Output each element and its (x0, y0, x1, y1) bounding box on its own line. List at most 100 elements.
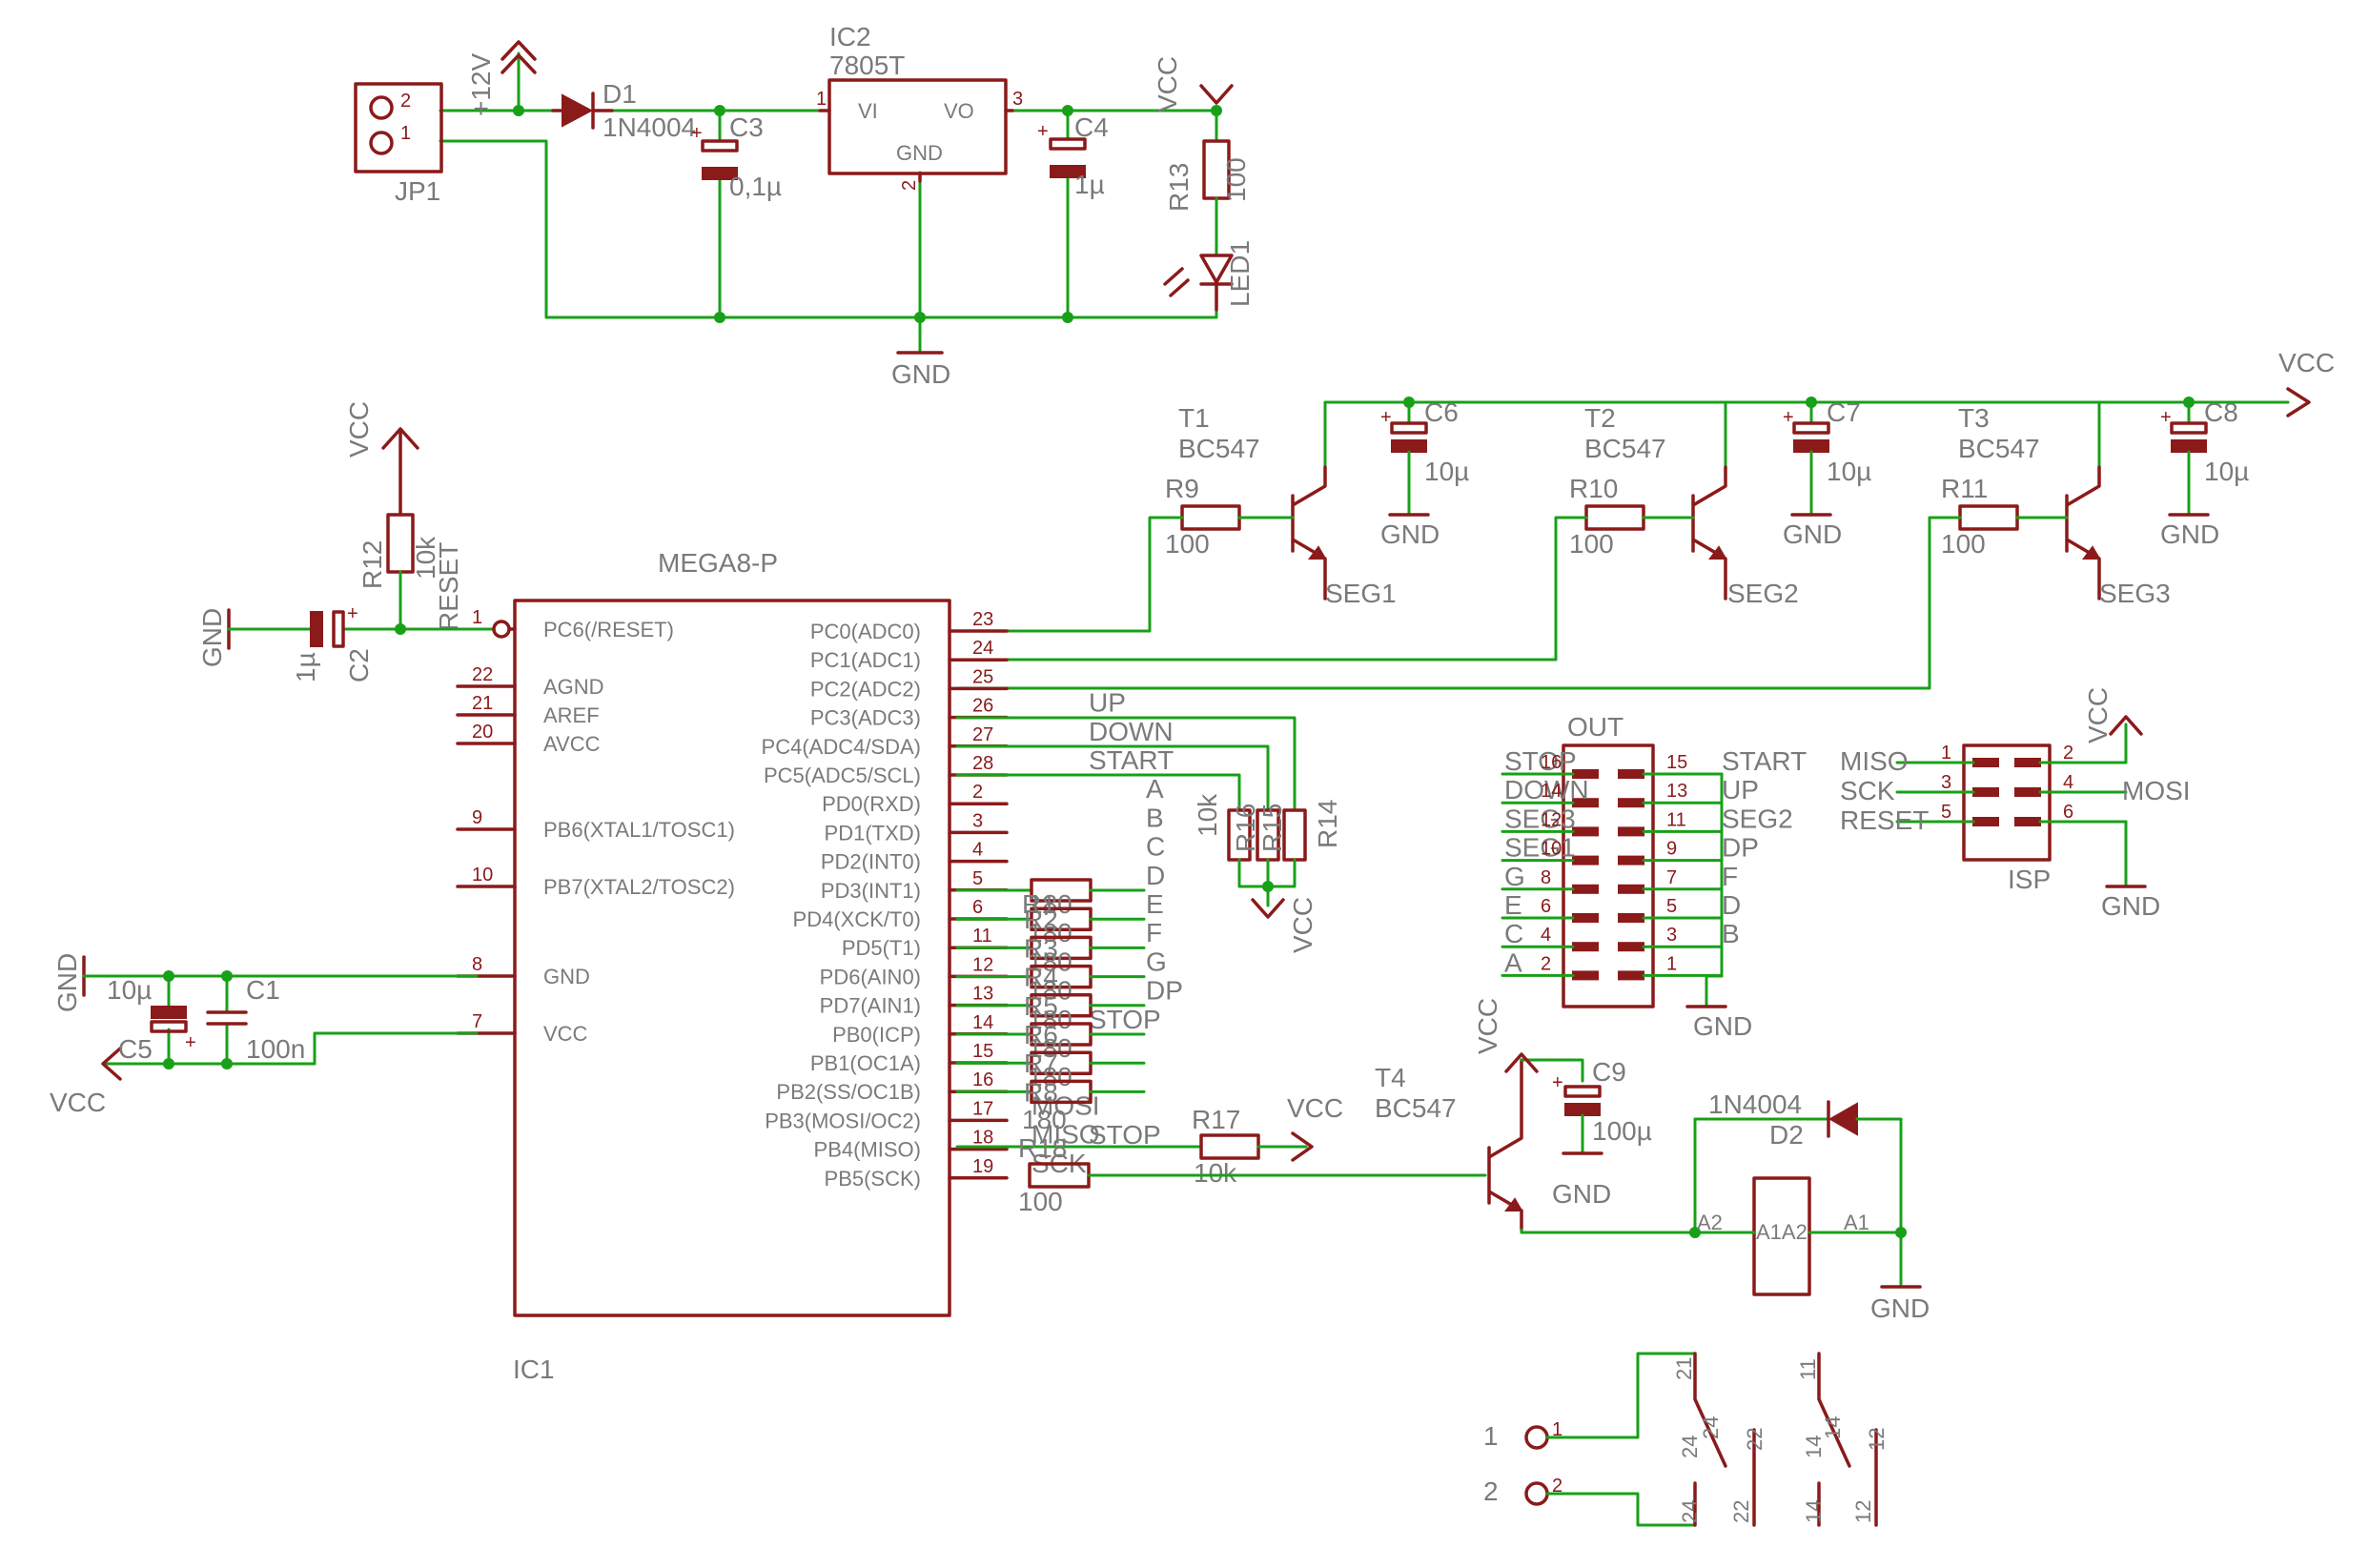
c7-value: 10µ (1827, 457, 1871, 486)
net-label-b: B (1146, 803, 1164, 832)
relay-driver-section: STOP R17 10k VCC R18 100 VCC T4 BC547 + … (955, 998, 1930, 1323)
seg-res-value-overlap: 180 (1028, 947, 1072, 976)
net-label-d: D (1146, 861, 1165, 890)
decoupling-vcc-label: VCC (50, 1088, 106, 1117)
svg-text:100µ: 100µ (1592, 1116, 1652, 1146)
c5-label: C5 (118, 1034, 153, 1064)
svg-text:2: 2 (899, 180, 920, 191)
svg-text:R16: R16 (1231, 804, 1260, 852)
svg-text:100: 100 (1018, 1187, 1063, 1216)
mcu-pin-num: 26 (972, 696, 993, 717)
net-label-up: UP (1089, 688, 1126, 718)
net-label-mosi: MOSI (1031, 1090, 1100, 1120)
c8-label: C8 (2204, 397, 2238, 427)
relay-coil (1752, 1176, 1811, 1296)
svg-text:GND: GND (2160, 519, 2219, 549)
mcu-pin-num: 19 (972, 1156, 993, 1177)
button-pullups: 10k R16 R15 R14 VCC (955, 716, 1342, 953)
isp-pin-left: 5 (1941, 802, 1951, 823)
svg-text:1N4004: 1N4004 (1708, 1089, 1802, 1119)
seg-res-value-overlap: 180 (1028, 976, 1072, 1006)
net-label-f: F (1146, 918, 1162, 947)
out-pin-right: 11 (1666, 809, 1686, 830)
mcu-pin-num: 8 (472, 954, 482, 975)
svg-text:BC547: BC547 (1584, 434, 1666, 463)
svg-text:A2: A2 (1697, 1211, 1723, 1234)
out-net-left: SEG3 (1504, 804, 1576, 833)
svg-text:14: 14 (1821, 1416, 1845, 1439)
mcu-pin-num: 18 (972, 1128, 993, 1149)
d1-label: D1 (602, 79, 637, 109)
net-label-g: G (1146, 947, 1167, 976)
d2-diode-symbol (1828, 1102, 1858, 1136)
svg-text:+: + (1552, 1072, 1563, 1093)
out-net-right: D (1722, 890, 1741, 920)
out-gnd-label: GND (1693, 1011, 1752, 1041)
mcu-pin-num: 23 (972, 609, 993, 630)
t4-label: T4 (1375, 1063, 1406, 1092)
out-pin-left: 6 (1541, 896, 1551, 917)
d1-diode-symbol (562, 93, 594, 128)
svg-text:100: 100 (1941, 529, 1986, 559)
isp-label: ISP (2008, 865, 2051, 894)
reset-gnd-label: GND (197, 608, 227, 667)
out-pin-right: 9 (1666, 839, 1677, 860)
mcu-pin-num: 27 (972, 724, 993, 745)
mcu-pin-name: PB4(MISO) (814, 1138, 921, 1162)
mcu-pin-name: PC6(/RESET) (543, 618, 674, 641)
relay-gnd-label: GND (1870, 1293, 1930, 1323)
v12-label: +12V (466, 53, 496, 116)
svg-text:+: + (691, 123, 703, 144)
isp-net-left: SCK (1840, 776, 1895, 805)
out-net-left: G (1504, 862, 1525, 891)
ic1-body (513, 599, 951, 1317)
svg-text:GND: GND (1783, 519, 1842, 549)
mcu-pin-num: 17 (972, 1098, 993, 1119)
out-pin-right: 3 (1666, 925, 1677, 946)
isp-pin-right: 2 (2063, 743, 2073, 764)
ic2-label: IC2 (829, 22, 871, 51)
mcu-pin-name: PD7(AIN1) (820, 994, 921, 1018)
mcu-pin-name: PB0(ICP) (832, 1023, 921, 1047)
svg-text:VCC: VCC (1287, 1093, 1343, 1123)
isp-vcc-label: VCC (2083, 687, 2113, 743)
mcu-pin-name: AREF (543, 703, 600, 727)
relay-contacts: 1 2 1 2 21 24 24 22 22 24 11 14 14 12 12… (1483, 1352, 1889, 1527)
mcu-pin-num: 1 (472, 607, 482, 628)
svg-text:+: + (2160, 407, 2172, 428)
svg-text:R14: R14 (1313, 800, 1342, 848)
d2-label: D2 (1769, 1120, 1804, 1150)
led1-symbol (1199, 254, 1234, 284)
svg-text:10k: 10k (411, 536, 440, 580)
svg-text:1: 1 (1552, 1419, 1562, 1440)
segment-resistor: 180 (955, 878, 1146, 919)
mcu-pin-name: AGND (543, 675, 604, 699)
isp-gnd-label: GND (2101, 891, 2160, 921)
svg-text:22: 22 (1729, 1500, 1753, 1523)
svg-text:BC547: BC547 (1375, 1093, 1457, 1123)
c3-value: 0,1µ (729, 172, 782, 201)
mcu-pin-num: 15 (972, 1041, 993, 1062)
c3-label: C3 (729, 112, 764, 142)
svg-text:10k: 10k (1194, 1158, 1237, 1188)
svg-text:+: + (347, 603, 358, 624)
svg-text:A1A2: A1A2 (1756, 1220, 1807, 1244)
net-label-start: START (1089, 745, 1174, 775)
relay-contact-k2 (1817, 1352, 1878, 1527)
mcu-pin-num: 10 (472, 865, 493, 886)
c4-value: 1µ (1074, 170, 1105, 199)
power-supply-section: 2 1 JP1 +12V D1 1N4004 + C3 0,1µ IC2 780… (354, 22, 1255, 389)
t3-transistor (2065, 465, 2101, 601)
